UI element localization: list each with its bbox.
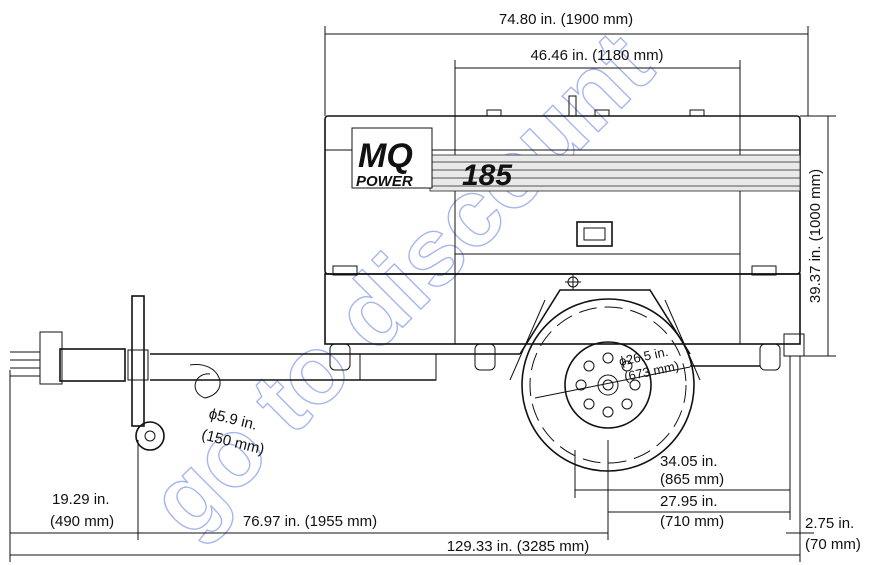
dim-hitch-in: 19.29 in. bbox=[52, 491, 110, 508]
dim-track-mm: (865 mm) bbox=[660, 471, 724, 488]
dim-hitch-mm: (490 mm) bbox=[50, 513, 114, 530]
watermark: go to discount bbox=[128, 11, 673, 556]
dimension-lines bbox=[9, 26, 836, 562]
watermark-text: go to discount bbox=[129, 12, 672, 555]
logo-sub: POWER bbox=[356, 173, 413, 190]
model-number: 185 bbox=[462, 159, 513, 192]
dim-tongue: 76.97 in. (1955 mm) bbox=[243, 513, 377, 530]
generator-body bbox=[324, 95, 805, 371]
dim-axle-in: 27.95 in. bbox=[660, 493, 718, 510]
mq-power-logo: MQ POWER bbox=[351, 127, 433, 190]
dim-body-length: 46.46 in. (1180 mm) bbox=[530, 47, 663, 64]
dim-height-group: 39.37 in. (1000 mm) bbox=[807, 169, 824, 303]
dim-axle-mm: (710 mm) bbox=[660, 513, 724, 530]
dim-overall-length: 129.33 in. (3285 mm) bbox=[447, 538, 590, 555]
dim-track-in: 34.05 in. bbox=[660, 453, 718, 470]
dim-height: 39.37 in. (1000 mm) bbox=[807, 169, 824, 303]
dim-overall-length-top: 74.80 in. (1900 mm) bbox=[499, 11, 633, 28]
logo-brand: MQ bbox=[358, 137, 413, 175]
dim-rear-in: 2.75 in. bbox=[805, 515, 854, 532]
trailer-frame bbox=[10, 289, 760, 451]
dim-wheel-group: ϕ26.5 in. (673 mm) bbox=[618, 344, 681, 384]
dim-rear-mm: (70 mm) bbox=[805, 536, 861, 553]
